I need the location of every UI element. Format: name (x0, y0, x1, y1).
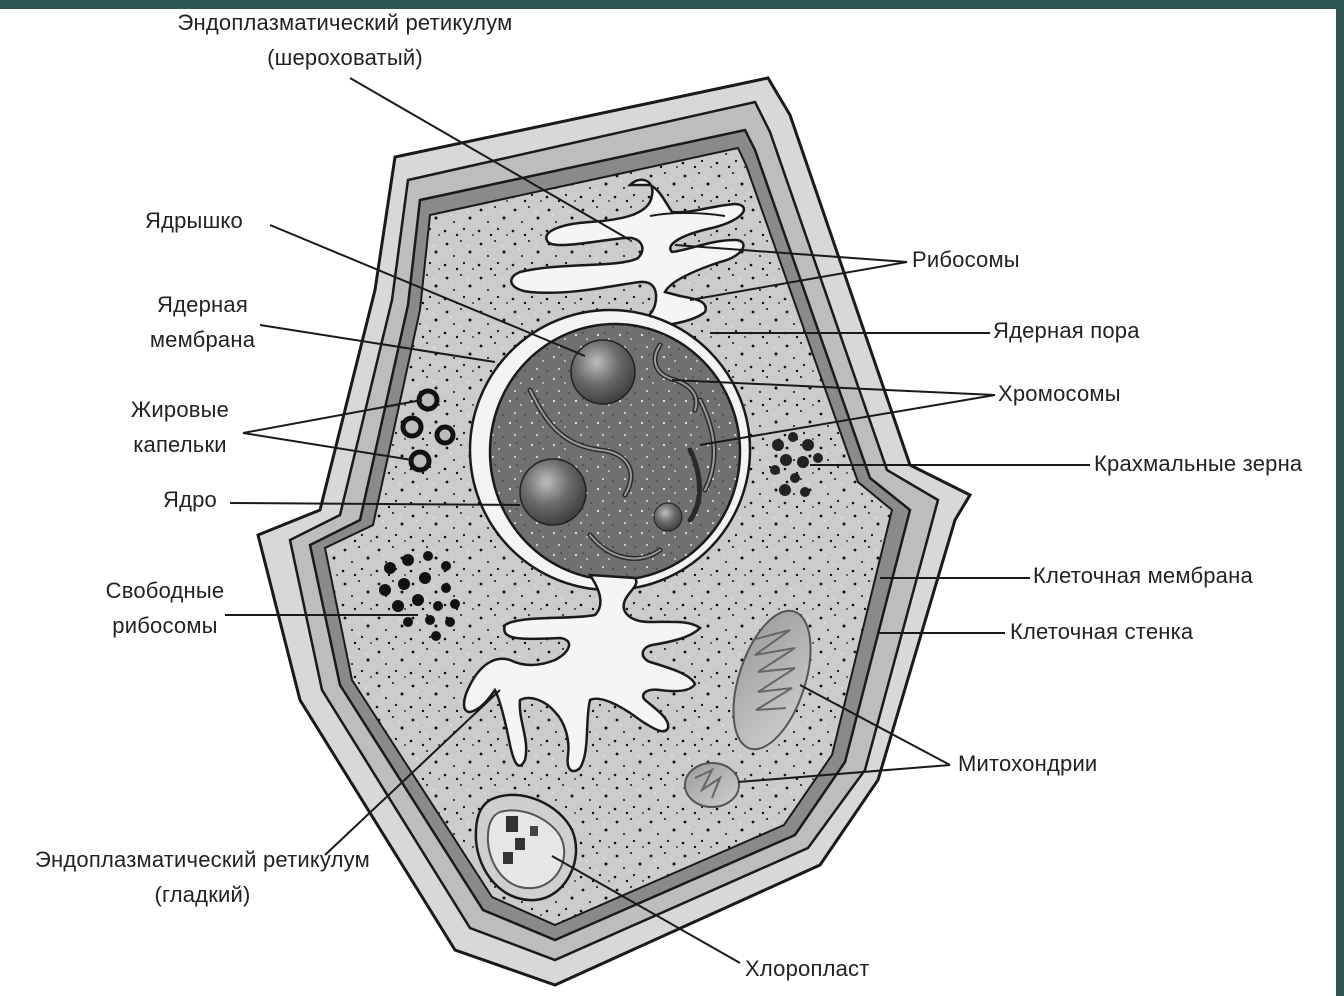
label-lipid-droplets-line1: Жировые (115, 392, 245, 427)
label-free-ribosomes-line1: Свободные (90, 573, 240, 608)
label-free-ribosomes-line2: рибосомы (90, 608, 240, 643)
label-nuclear-membrane-line1: Ядерная (135, 287, 270, 322)
label-nucleus: Ядро (163, 482, 217, 517)
label-rough-er-line1: Эндоплазматический ретикулум (135, 5, 555, 40)
label-mitochondria: Митохондрии (958, 746, 1097, 781)
label-cell-membrane: Клеточная мембрана (1033, 558, 1253, 593)
label-free-ribosomes: Свободные рибосомы (90, 573, 240, 643)
label-nuclear-membrane: Ядерная мембрана (135, 287, 270, 357)
label-nuclear-pore: Ядерная пора (993, 313, 1140, 348)
label-lipid-droplets-line2: капельки (115, 427, 245, 462)
label-rough-er: Эндоплазматический ретикулум (шероховаты… (135, 5, 555, 75)
label-chromosomes: Хромосомы (998, 376, 1121, 411)
nucleolus-3 (654, 503, 682, 531)
label-nucleolus: Ядрышко (145, 203, 243, 238)
label-cell-wall: Клеточная стенка (1010, 614, 1193, 649)
label-smooth-er-line1: Эндоплазматический ретикулум (0, 842, 405, 877)
label-lipid-droplets: Жировые капельки (115, 392, 245, 462)
label-rough-er-line2: (шероховатый) (135, 40, 555, 75)
mitochondrion-small (685, 763, 739, 807)
label-starch-grains: Крахмальные зерна (1094, 446, 1302, 481)
label-ribosomes: Рибосомы (912, 242, 1020, 277)
label-smooth-er-line2: (гладкий) (0, 877, 405, 912)
label-nuclear-membrane-line2: мембрана (135, 322, 270, 357)
nucleolus-2 (520, 459, 586, 525)
label-chloroplast: Хлоропласт (745, 951, 870, 986)
nucleolus-1 (571, 340, 635, 404)
label-smooth-er: Эндоплазматический ретикулум (гладкий) (0, 842, 405, 912)
